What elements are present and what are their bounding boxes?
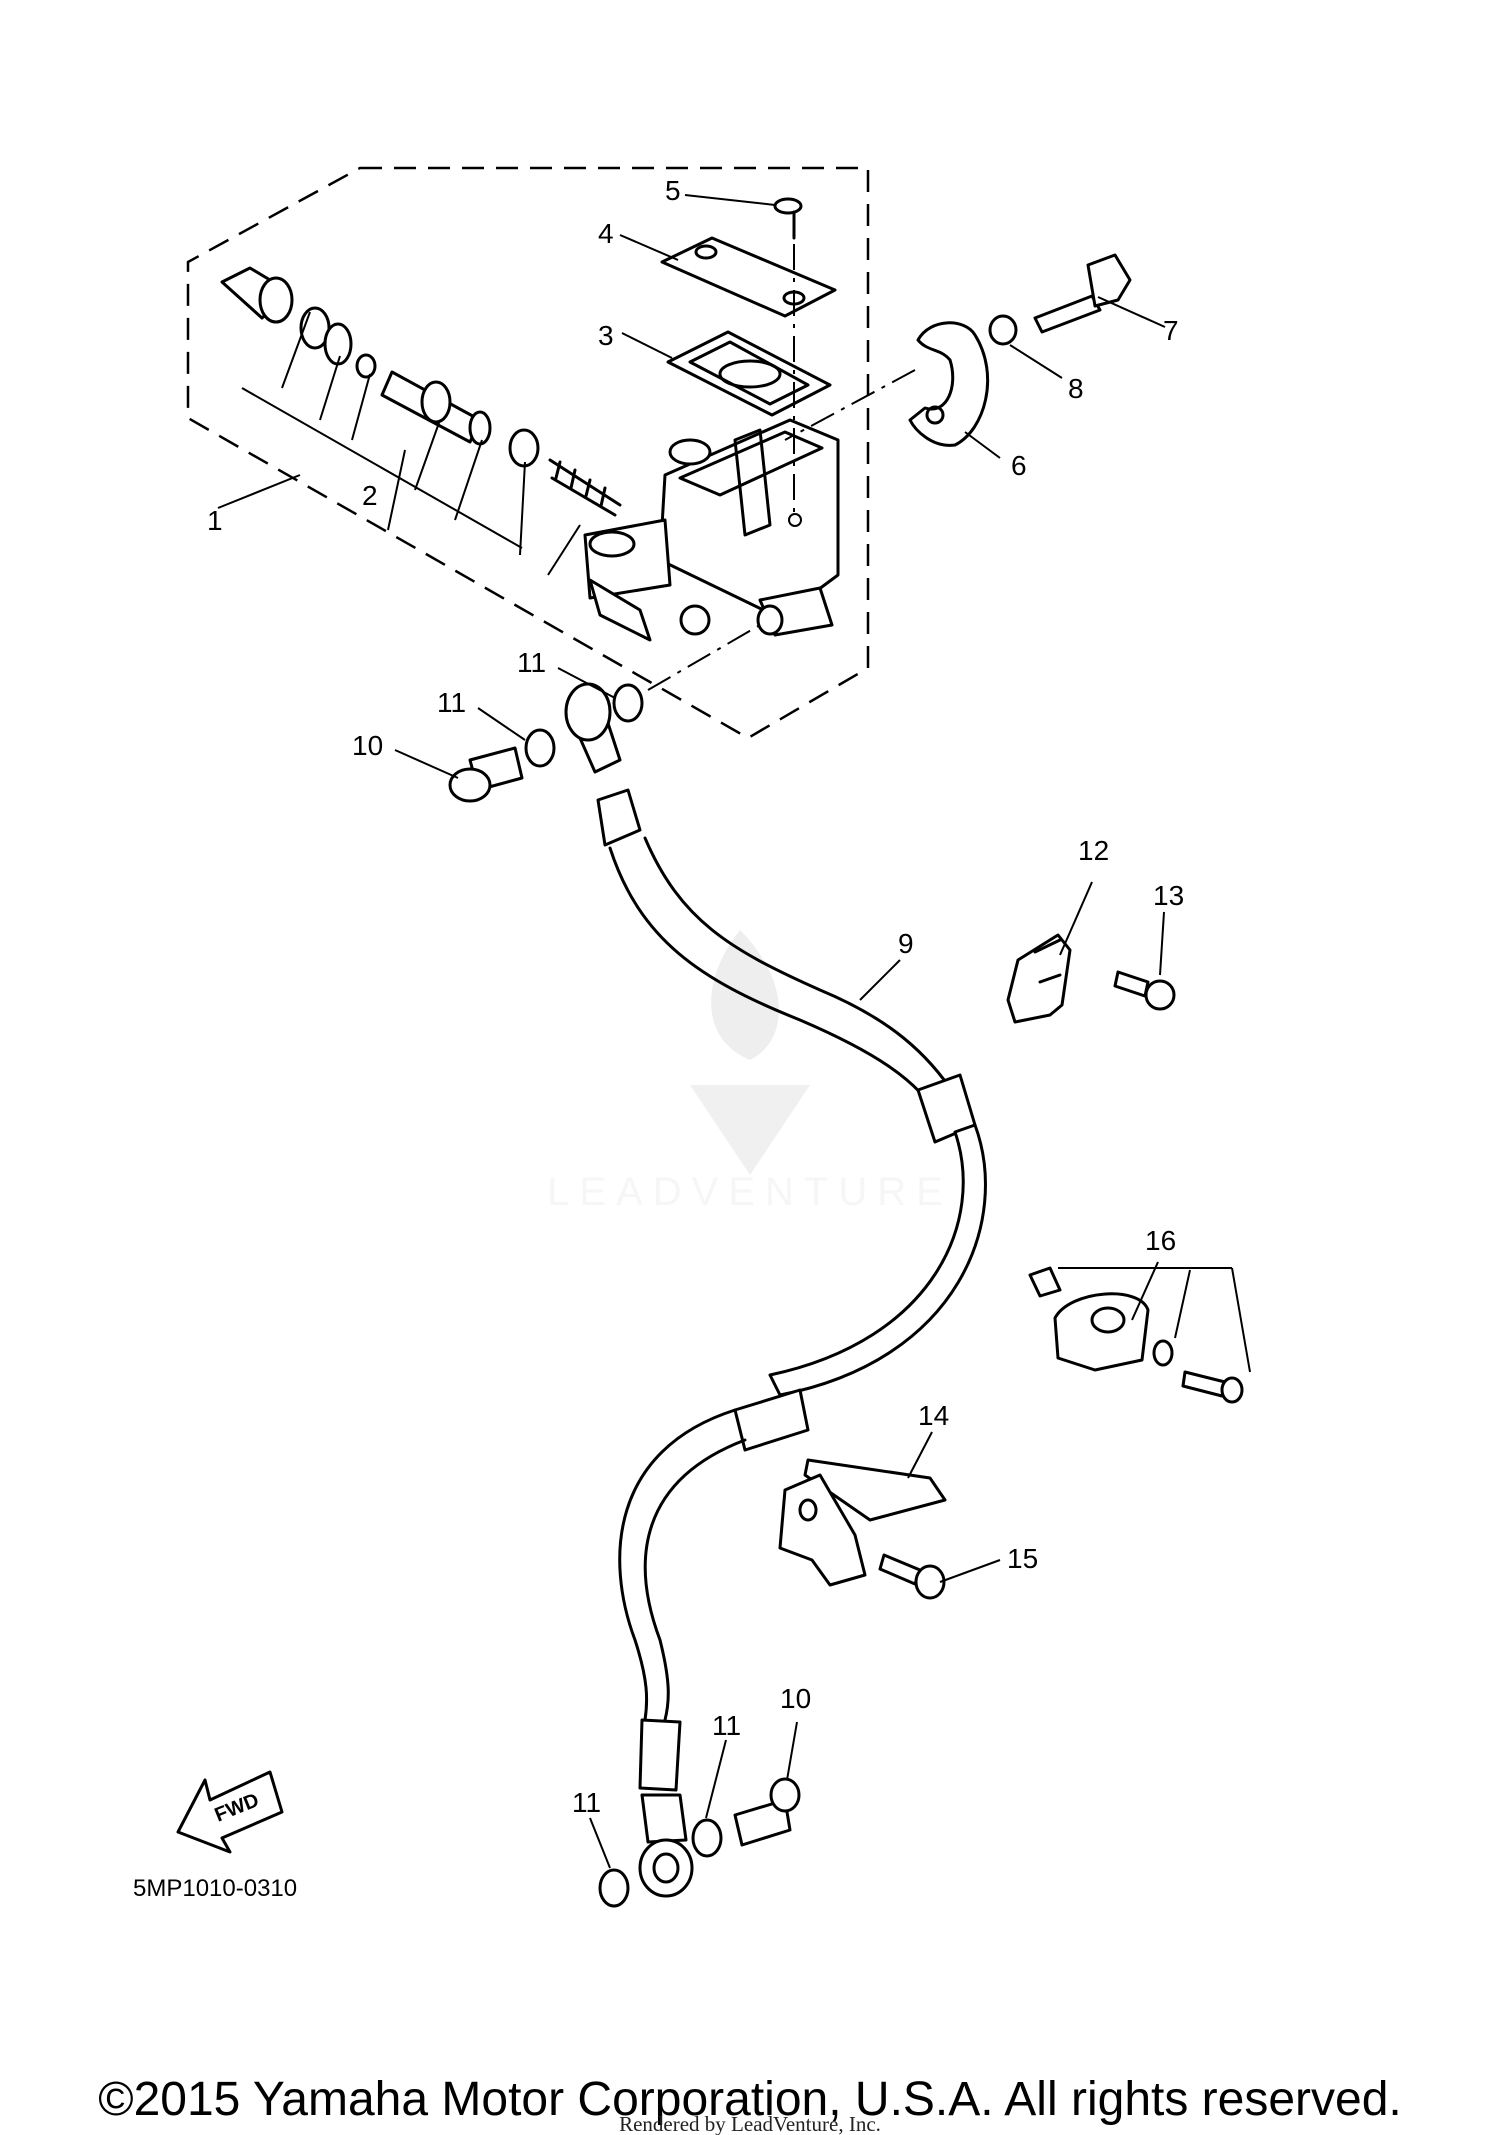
hose-holder [1028, 1266, 1244, 1404]
watermark-text: LEADVENTURE [547, 1170, 953, 1214]
callout-12: 12 [1078, 835, 1109, 866]
rendered-by-credit: Rendered by LeadVenture, Inc. [619, 2112, 881, 2135]
v-logo-icon [690, 1085, 810, 1175]
gasket-lower-left [598, 1868, 630, 1908]
copyright-notice: ©2015 Yamaha Motor Corporation, U.S.A. A… [98, 2073, 1402, 2126]
callout-1: 1 [207, 505, 223, 536]
callout-16: 16 [1145, 1225, 1176, 1256]
reservoir-diaphragm [666, 330, 832, 417]
callout-9: 9 [898, 928, 914, 959]
callout-5: 5 [665, 175, 681, 206]
piston-kit-parts [220, 266, 622, 517]
gasket-upper-right [612, 683, 644, 723]
callout-11-upper-left: 11 [437, 687, 466, 718]
clamp-bolt [878, 1553, 946, 1600]
callout-11-lower-left: 11 [572, 1787, 601, 1818]
callout-13: 13 [1153, 880, 1184, 911]
gasket-upper-left [524, 728, 556, 768]
fwd-arrow-icon: FWD [176, 1770, 284, 1854]
callout-11-lower-right: 11 [712, 1710, 741, 1741]
callout-6: 6 [1011, 450, 1027, 481]
callout-leaders [217, 194, 1251, 1869]
callout-8: 8 [1068, 373, 1084, 404]
callout-3: 3 [598, 320, 614, 351]
master-cylinder-assembly-outline [186, 166, 870, 740]
gasket-lower-right [691, 1818, 723, 1858]
diagram-code: 5MP1010-0310 [133, 1875, 297, 1902]
holder-washer [988, 314, 1018, 346]
callout-10-lower: 10 [780, 1683, 811, 1714]
reservoir-cap [660, 236, 837, 318]
master-cylinder-holder [908, 321, 990, 447]
callout-7: 7 [1163, 315, 1179, 346]
brake-hose [564, 682, 987, 1898]
callout-14: 14 [918, 1400, 949, 1431]
hose-guide [1006, 933, 1072, 1024]
callout-4: 4 [598, 218, 614, 249]
upper-union-bolt [448, 746, 524, 803]
hose-clamp [778, 1458, 947, 1587]
cap-screw [773, 197, 803, 240]
callout-2: 2 [362, 480, 378, 511]
leadventure-watermark: LEADVENTURE [547, 930, 953, 1214]
holder-bolt [1033, 253, 1132, 334]
guide-screw [1113, 970, 1176, 1011]
lower-union-bolt [733, 1777, 801, 1847]
callout-11-upper-right: 11 [517, 647, 546, 678]
callout-15: 15 [1007, 1543, 1038, 1574]
master-cylinder-body [583, 418, 840, 642]
callout-10-upper: 10 [352, 730, 383, 761]
